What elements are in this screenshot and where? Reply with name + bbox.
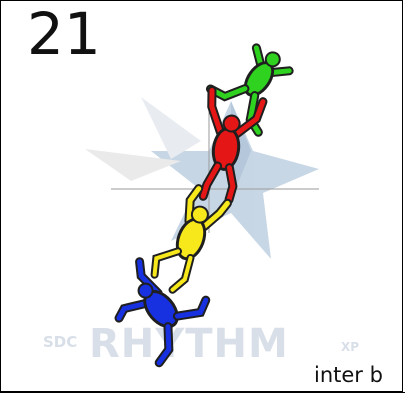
watermark-logo: SDC RHYTHM XP: [43, 321, 359, 367]
jumper-blue: [114, 257, 211, 368]
formation-card: SDC RHYTHM XP: [0, 0, 403, 392]
formation-number: 21: [27, 0, 101, 68]
watermark-prefix: SDC: [43, 333, 77, 351]
bottom-strip: [0, 392, 405, 403]
formation-label: inter b: [314, 363, 383, 387]
jumper-green: [206, 43, 294, 137]
watermark-brand: RHYTHM: [89, 321, 289, 367]
watermark-suffix: XP: [341, 340, 359, 354]
jumper-red: [198, 85, 268, 205]
formation-diagram: SDC RHYTHM XP: [43, 43, 359, 368]
jumper-yellow: [150, 184, 232, 294]
